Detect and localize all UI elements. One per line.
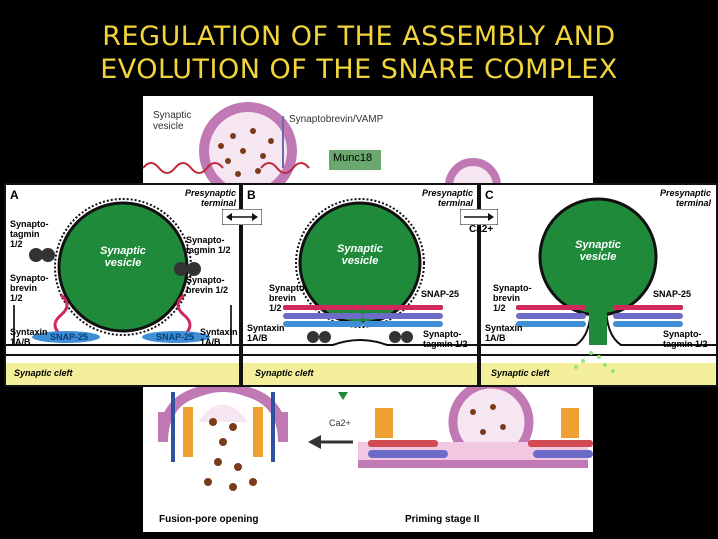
panel-c-letter: C bbox=[485, 188, 494, 202]
panel-a-label-2: Synapto-brevin 1/2 bbox=[10, 273, 49, 303]
panel-b-label-3: Synapto-tagmin 1/2 bbox=[423, 329, 468, 349]
bottom-figure-illustration bbox=[143, 382, 593, 507]
top-synaptic-vesicle-label: Synaptic vesicle bbox=[153, 110, 192, 132]
panel-c-ca-label: Ca2+ bbox=[469, 224, 494, 235]
priming-label: Priming stage II bbox=[405, 514, 480, 525]
panel-a-letter: A bbox=[10, 188, 19, 202]
panel-c-label-2: Syntaxin 1A/B bbox=[485, 323, 523, 343]
panel-b: B Presynaptic terminal Synaptic vesicle … bbox=[241, 183, 479, 387]
panel-b-vesicle: Synaptic vesicle bbox=[337, 243, 383, 267]
top-figure-illustration bbox=[142, 102, 501, 214]
panel-b-label-2: Syntaxin 1A/B bbox=[247, 323, 285, 343]
panel-c-label-1: SNAP-25 bbox=[653, 289, 692, 299]
panel-a-illustration bbox=[6, 198, 239, 385]
panel-b-illustration bbox=[243, 198, 477, 385]
panel-a-label-3: Synapto-brevin 1/2 bbox=[186, 275, 229, 295]
panel-b-label-1: SNAP-25 bbox=[421, 289, 460, 299]
panel-a-vesicle: Synaptic vesicle bbox=[100, 245, 146, 269]
panel-b-letter: B bbox=[247, 188, 256, 202]
panel-a-b-arrow bbox=[222, 209, 262, 225]
panel-c-vesicle: Synaptic vesicle bbox=[575, 239, 621, 263]
top-synaptobrevin-label: Synaptobrevin/VAMP bbox=[289, 114, 384, 125]
panel-a-label-1: Synapto-tagmin 1/2 bbox=[186, 235, 231, 255]
panel-b-label-0: Synapto-brevin 1/2 bbox=[269, 283, 308, 313]
panel-a-terminal: Presynaptic terminal bbox=[184, 188, 236, 208]
panel-b-cleft: Synaptic cleft bbox=[255, 368, 314, 378]
panel-b-c-arrow bbox=[460, 209, 498, 225]
fusion-pore-label: Fusion-pore opening bbox=[159, 514, 259, 525]
panel-c: C Presynaptic terminal Synaptic vesicle … bbox=[469, 183, 718, 387]
panel-a-cleft: Synaptic cleft bbox=[14, 368, 73, 378]
panel-c-terminal: Presynaptic terminal bbox=[659, 188, 711, 208]
panel-c-label-0: Synapto-brevin 1/2 bbox=[493, 283, 532, 313]
panel-c-label-3: Synapto-tagmin 1/2 bbox=[663, 329, 708, 349]
panel-a-label-5: Syntaxin 1A/B bbox=[200, 327, 238, 347]
bottom-ca-label: Ca2+ bbox=[329, 418, 351, 428]
panel-a-label-7: SNAP-25 bbox=[156, 332, 195, 342]
slide-title-line-2: EVOLUTION OF THE SNARE COMPLEX bbox=[100, 54, 618, 85]
panel-a-label-6: SNAP-25 bbox=[50, 332, 89, 342]
panel-c-cleft: Synaptic cleft bbox=[491, 368, 550, 378]
panel-a-label-4: Syntaxin 1A/B bbox=[10, 327, 48, 347]
panel-a-label-0: Synapto-tagmin 1/2 bbox=[10, 219, 49, 249]
panel-c-illustration bbox=[481, 197, 716, 385]
panel-a: A Presynaptic terminal Synaptic vesicle … bbox=[4, 183, 241, 387]
slide-title-line-1: REGULATION OF THE ASSEMBLY AND bbox=[102, 21, 616, 52]
panel-b-terminal: Presynaptic terminal bbox=[421, 188, 473, 208]
munc18-label: Munc18 bbox=[333, 152, 373, 164]
